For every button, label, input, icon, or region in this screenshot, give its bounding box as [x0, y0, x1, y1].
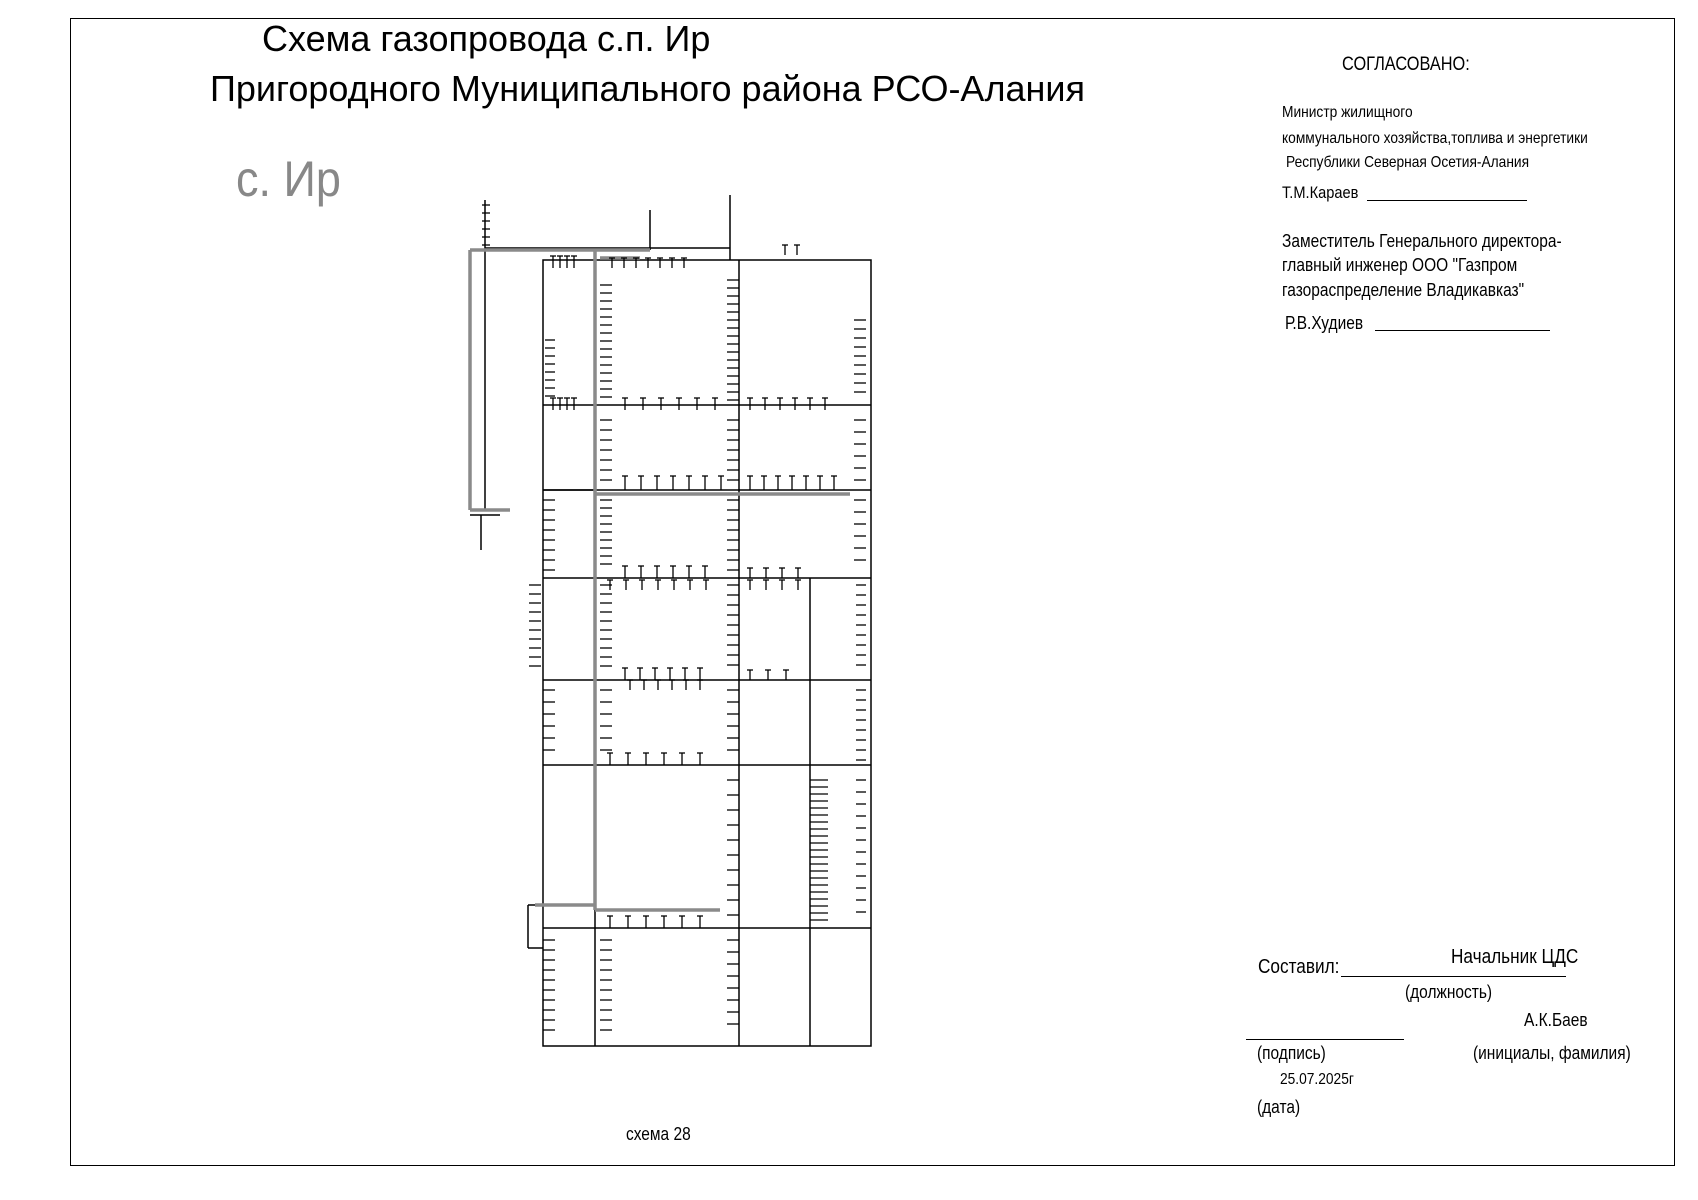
compiled-label: Составил:	[1258, 956, 1340, 978]
signer2-line3: газораспределение Владикавказ"	[1282, 280, 1525, 300]
signer1-name: Т.М.Караев	[1282, 183, 1359, 202]
signer2-line1: Заместитель Генерального директора-	[1282, 231, 1562, 251]
signer1-line2: коммунального хозяйства,топлива и энерге…	[1282, 130, 1588, 147]
signer1-line1: Министр жилищного	[1282, 104, 1413, 121]
village-label: с. Ир	[236, 151, 341, 207]
scheme-caption: схема 28	[626, 1124, 691, 1144]
signature-caption: (подпись)	[1257, 1043, 1326, 1063]
title-line-1: Схема газопровода с.п. Ир	[262, 18, 711, 59]
signer2-signature-line	[1375, 330, 1550, 331]
name-caption: (инициалы, фамилия)	[1473, 1043, 1631, 1063]
position-line	[1341, 976, 1566, 977]
house-connections	[482, 204, 866, 1031]
compiled-date: 25.07.2025г	[1280, 1071, 1354, 1088]
signer1-signature-line	[1367, 200, 1527, 201]
signature-line	[1246, 1039, 1404, 1040]
gas-pipe	[468, 248, 850, 912]
date-caption: (дата)	[1257, 1097, 1301, 1117]
signer1-line3: Республики Северная Осетия-Алания	[1286, 154, 1530, 171]
street-outline	[542, 259, 872, 1047]
compiled-position: Начальник ЦДС	[1451, 946, 1579, 968]
signer2-line2: главный инженер ООО "Газпром	[1282, 255, 1518, 275]
approval-heading: СОГЛАСОВАНО:	[1342, 54, 1470, 75]
title-line-2: Пригородного Муниципального района РСО-А…	[210, 68, 1085, 109]
drawing-frame	[70, 18, 1675, 1166]
signer2-name: Р.В.Худиев	[1285, 313, 1364, 333]
compiled-name: А.К.Баев	[1524, 1010, 1588, 1030]
position-caption: (должность)	[1405, 982, 1493, 1002]
